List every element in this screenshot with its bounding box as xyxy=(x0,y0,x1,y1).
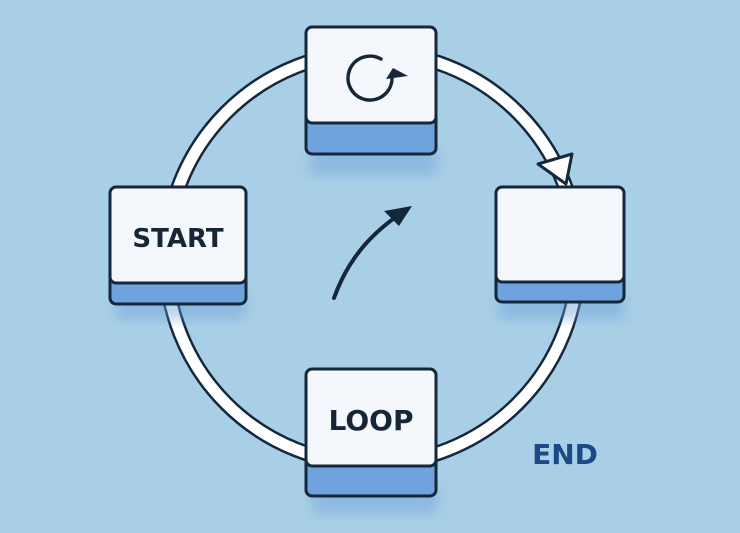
refresh-icon xyxy=(346,54,408,102)
start-node[interactable]: START xyxy=(108,185,248,306)
start-label: START xyxy=(132,224,223,254)
end-label: END xyxy=(532,438,598,471)
refresh-node[interactable] xyxy=(304,25,438,156)
right-node[interactable] xyxy=(494,185,626,304)
connector-arrowhead xyxy=(536,152,574,186)
loop-node[interactable]: LOOP xyxy=(304,367,438,498)
loop-label: LOOP xyxy=(329,404,414,437)
curved-arrow-icon xyxy=(332,206,412,300)
